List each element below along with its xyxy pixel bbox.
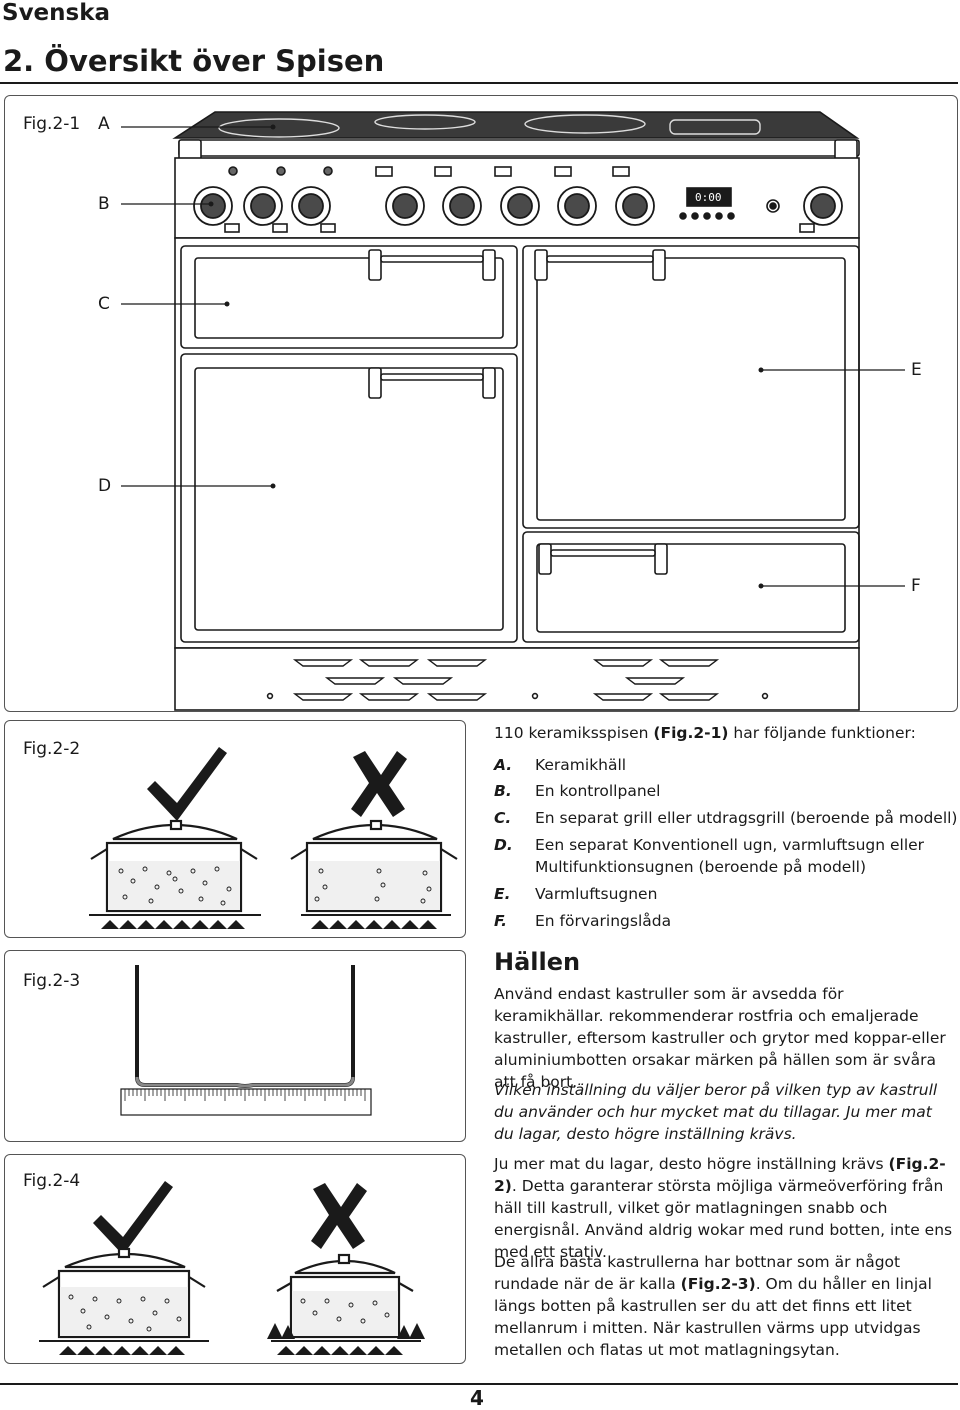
fig-2-4-label: Fig.2-4 xyxy=(23,1171,81,1191)
fig-2-1-label: Fig.2-1 xyxy=(23,114,81,134)
paragraph-4-ref: (Fig.2-3) xyxy=(680,1275,756,1293)
fig-2-3-panel: Fig.2-3 xyxy=(4,950,466,1142)
section-title: Hällen xyxy=(494,948,581,976)
feature-text: Multifunktionsugnen (beroende på modell) xyxy=(535,858,866,876)
fig-2-1-panel: Fig.2-1 A B C D E F 0:00 xyxy=(4,95,958,712)
feature-text: Varmluftsugnen xyxy=(535,885,658,903)
page-title: 2. Översikt över Spisen xyxy=(3,44,385,78)
paragraph-3: Ju mer mat du lagar, desto högre inställ… xyxy=(494,1153,956,1263)
paragraph-3-text: Ju mer mat du lagar, desto högre inställ… xyxy=(494,1155,889,1173)
feature-key: C. xyxy=(494,809,512,827)
cross-icon xyxy=(351,751,407,817)
paragraph-2: Vilken inställning du väljer beror på vi… xyxy=(494,1081,938,1143)
paragraph-3-rest: . Detta garanterar största möjliga värme… xyxy=(494,1177,953,1261)
intro-end: har följande funktioner: xyxy=(728,724,916,742)
callout-a: A xyxy=(98,114,110,134)
paragraph-4-rest: . Om du håller en linjal längs botten på… xyxy=(494,1275,932,1359)
fig-2-4-panel: Fig.2-4 xyxy=(4,1154,466,1364)
feature-key: E. xyxy=(494,885,511,903)
intro-text: 110 keramiksspisen xyxy=(494,724,654,742)
feature-key: A. xyxy=(494,756,513,774)
feature-text: Een separat Konventionell ugn, varmlufts… xyxy=(535,836,925,854)
intro-ref: (Fig.2-1) xyxy=(653,724,729,742)
intro-paragraph: 110 keramiksspisen (Fig.2-1) har följand… xyxy=(494,722,956,744)
check-icon xyxy=(147,747,227,821)
callout-d: D xyxy=(98,476,112,496)
feature-text: En separat grill eller utdragsgrill (ber… xyxy=(535,809,958,827)
feature-text: En kontrollpanel xyxy=(535,782,661,800)
paragraph-1: Använd endast kastruller som är avsedda … xyxy=(494,985,946,1091)
language-label: Svenska xyxy=(2,0,111,26)
callout-b: B xyxy=(98,194,110,214)
feature-key: D. xyxy=(494,836,513,854)
pot-base-illustration xyxy=(120,965,372,1116)
cooker-illustration xyxy=(121,111,905,711)
timer-display: 0:00 xyxy=(695,191,722,204)
pot-sizing-illustration xyxy=(89,747,458,929)
footer-rule xyxy=(0,1383,958,1385)
callout-c: C xyxy=(98,294,110,314)
fig-2-2-panel: Fig.2-2 xyxy=(4,720,466,938)
header-rule xyxy=(0,82,958,84)
feature-key: B. xyxy=(494,782,512,800)
callout-e: E xyxy=(911,360,922,380)
fig-2-2-label: Fig.2-2 xyxy=(23,739,81,759)
paragraph-4: De allra bästa kastrullerna har bottnar … xyxy=(494,1251,956,1361)
paragraph-4-text: De allra bästa kastrullerna har bottnar … xyxy=(494,1253,901,1293)
pot-flame-illustration xyxy=(39,1181,425,1355)
feature-text: En förvaringslåda xyxy=(535,912,672,930)
check-icon xyxy=(93,1181,173,1255)
fig-2-3-label: Fig.2-3 xyxy=(23,971,81,991)
paragraph-3-ref: (Fig.2-2) xyxy=(494,1155,946,1195)
callout-f: F xyxy=(911,576,921,596)
feature-key: F. xyxy=(494,912,508,930)
page-number: 4 xyxy=(470,1386,484,1410)
feature-text: Keramikhäll xyxy=(535,756,627,774)
cross-icon xyxy=(311,1183,367,1249)
